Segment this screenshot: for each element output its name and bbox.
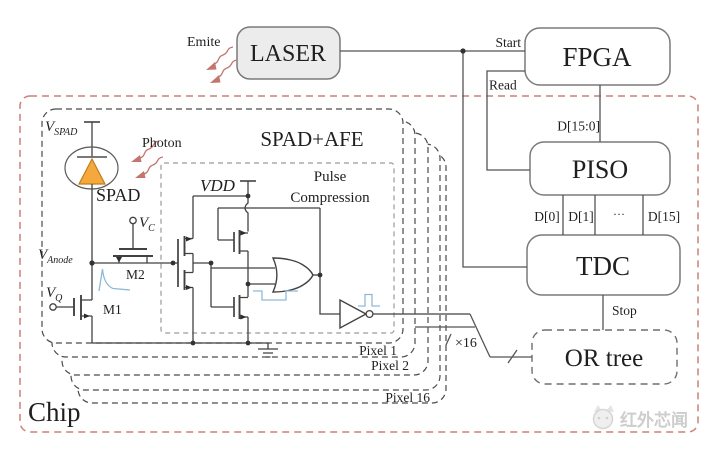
m2-label: M2 xyxy=(126,267,145,282)
vdd-label: VDD xyxy=(200,176,236,195)
start-to-tdc-wire xyxy=(462,51,527,268)
watermark-logo xyxy=(592,405,614,430)
start-junction-dot xyxy=(460,48,466,54)
m1-drain xyxy=(81,263,93,301)
start-label: Start xyxy=(496,35,522,50)
bus-slash-mark xyxy=(507,349,518,364)
rail-dot-2 xyxy=(245,340,251,346)
d15-label: D[15] xyxy=(648,209,680,224)
vspad-label: VSPAD xyxy=(45,119,78,138)
pixel1-label: Pixel 1 xyxy=(359,343,397,358)
chip-boundary xyxy=(19,95,699,433)
rail-dot-1 xyxy=(190,340,196,346)
watermark-cat-eye-right xyxy=(605,416,609,420)
chip-label: Chip xyxy=(28,397,81,427)
stop-label: Stop xyxy=(612,303,637,318)
vanode-label: VAnode xyxy=(38,247,73,266)
spad-afe-title: SPAD+AFE xyxy=(260,127,363,151)
photon-wave-1 xyxy=(139,140,160,159)
bus-merge-slant xyxy=(469,313,491,358)
vc-terminal xyxy=(129,216,137,225)
pulse-label-line2: Compression xyxy=(290,190,370,206)
bus-tick-mark xyxy=(445,333,452,346)
vq-label: VQ xyxy=(46,285,63,304)
m2-arrow xyxy=(116,257,122,263)
mid-node-dot xyxy=(245,281,251,287)
pulse-label-line1: Pulse xyxy=(314,169,347,185)
output-inverter-triangle xyxy=(339,298,368,330)
vdd-node-dot xyxy=(245,193,251,199)
light-arrows xyxy=(131,46,238,178)
nmos2-arrow xyxy=(240,314,247,320)
or-gate xyxy=(271,257,314,293)
or-to-inverter-wire xyxy=(319,208,340,315)
watermark-cat-eye-left xyxy=(597,416,601,420)
m1-arrow xyxy=(84,313,90,319)
emit-arrowhead-1 xyxy=(206,62,217,70)
gate2-node-dot xyxy=(208,260,214,266)
avalanche-waveform xyxy=(98,268,131,292)
laser-label: LASER xyxy=(250,41,326,67)
fpga-label: FPGA xyxy=(562,42,632,72)
pixel-1-box xyxy=(41,108,404,344)
m1-label: M1 xyxy=(103,302,122,317)
emit-wave-1 xyxy=(213,46,234,65)
pixel16-label: Pixel 16 xyxy=(385,390,430,405)
spad-afe-circuit xyxy=(49,121,470,358)
d-ellipsis-label: ··· xyxy=(613,207,625,221)
inv1-pmos-arrow xyxy=(186,236,192,242)
pmos2-arrow xyxy=(240,230,247,236)
read-wire xyxy=(486,70,530,171)
tdc-label: TDC xyxy=(576,251,630,281)
d0-label: D[0] xyxy=(534,209,560,224)
anode-node-dot xyxy=(89,260,95,266)
output-pulse-waveform xyxy=(358,293,380,307)
waveforms xyxy=(98,268,380,307)
fpga-block xyxy=(524,27,671,86)
x16-label: ×16 xyxy=(455,336,477,351)
vc-label: VC xyxy=(139,215,155,234)
read-label: Read xyxy=(489,78,517,93)
inv1-input-dot xyxy=(170,260,176,266)
emit-wave-2 xyxy=(217,59,238,78)
gate2-routing xyxy=(210,263,275,308)
watermark-cat-face xyxy=(592,408,614,430)
d15-0-bus-label: D[15:0] xyxy=(557,119,600,134)
watermark-text: 红外芯闻 xyxy=(620,410,688,430)
piso-label: PISO xyxy=(572,155,628,184)
junction-dots xyxy=(89,193,323,346)
or-tree-label: OR tree xyxy=(565,345,643,372)
emite-label: Emite xyxy=(187,35,220,50)
inv1-nmos-arrow xyxy=(186,285,192,290)
or-output-dot xyxy=(317,272,323,278)
transistor-arrows xyxy=(84,230,247,320)
system-wires xyxy=(340,50,644,364)
compressed-low-pulse-waveform xyxy=(253,290,298,301)
laser-block xyxy=(236,26,341,80)
pulse-compression-box xyxy=(160,162,395,334)
photon-arrowhead-2 xyxy=(135,171,146,178)
emit-arrowhead-2 xyxy=(210,75,221,83)
feedback-bracket xyxy=(217,207,320,241)
photon-wave-2 xyxy=(143,156,164,175)
photon-label: Photon xyxy=(142,136,182,151)
ground-symbol xyxy=(258,348,278,358)
d1-label: D[1] xyxy=(568,209,594,224)
spad-device-label: SPAD xyxy=(96,185,140,205)
vq-terminal xyxy=(49,303,57,311)
inverter-bubble xyxy=(365,309,374,319)
pixel2-label: Pixel 2 xyxy=(371,358,409,373)
photon-arrowhead-1 xyxy=(131,155,142,162)
